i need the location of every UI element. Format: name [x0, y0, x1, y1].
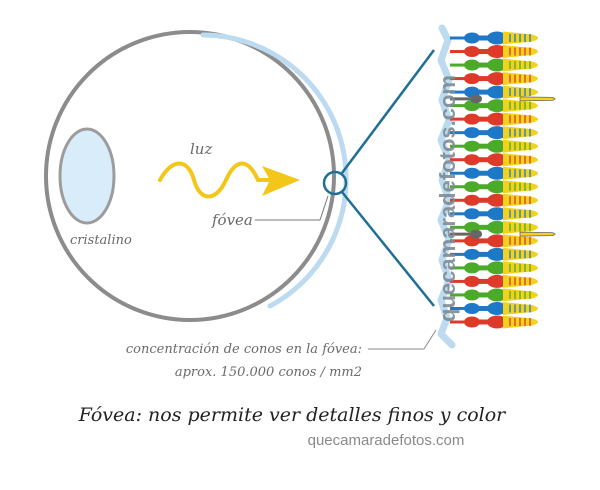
fovea-pointer-tip — [319, 195, 329, 221]
lens — [58, 127, 116, 225]
eye-outline — [44, 30, 336, 322]
lens-label: cristalino — [70, 233, 132, 248]
watermark: quecamaradefotos.com — [435, 75, 460, 322]
zoom-line-top — [340, 49, 436, 174]
fovea-marker — [322, 170, 348, 196]
cone-cell — [450, 261, 538, 275]
cone-cell — [450, 207, 538, 221]
rod-cell — [450, 94, 556, 104]
cone-density-line-2: aprox. 150.000 conos / mm2 — [175, 365, 362, 380]
cone-cell — [450, 112, 538, 126]
caption-site: quecamaradefotos.com — [308, 432, 465, 449]
cone-cell — [450, 31, 538, 45]
cone-cell — [450, 315, 538, 329]
cone-strip: quecamaradefotos.com — [435, 24, 556, 349]
cone-cell — [450, 153, 538, 167]
eyeball — [44, 30, 349, 322]
cone-cell — [450, 139, 538, 153]
cone-cell — [450, 99, 538, 113]
rod-cell — [450, 229, 556, 239]
cone-cell — [450, 247, 538, 261]
cone-cell — [450, 72, 538, 86]
cone-cell — [450, 301, 538, 315]
light-arrow-icon — [262, 166, 300, 196]
cone-cell — [450, 220, 538, 234]
cone-density-line-1: concentración de conos en la fóvea: — [126, 342, 362, 357]
retina-membrane — [437, 24, 456, 349]
cone-cells — [450, 31, 556, 329]
cone-cell — [450, 193, 538, 207]
density-pointer-tip — [423, 329, 437, 350]
fovea-label: fóvea — [211, 211, 253, 229]
cone-cell — [450, 58, 538, 72]
light-wave — [158, 161, 272, 199]
zoom-line-bottom — [341, 191, 435, 307]
cone-cell — [450, 288, 538, 302]
light-label: luz — [190, 140, 212, 158]
retina — [200, 32, 349, 309]
cone-cell — [450, 126, 538, 140]
cone-cell — [450, 45, 538, 59]
cone-cell — [450, 166, 538, 180]
light-ray — [158, 161, 300, 199]
caption-title: Fóvea: nos permite ver detalles finos y … — [78, 404, 507, 426]
cone-cell — [450, 274, 538, 288]
cone-cell — [450, 180, 538, 194]
